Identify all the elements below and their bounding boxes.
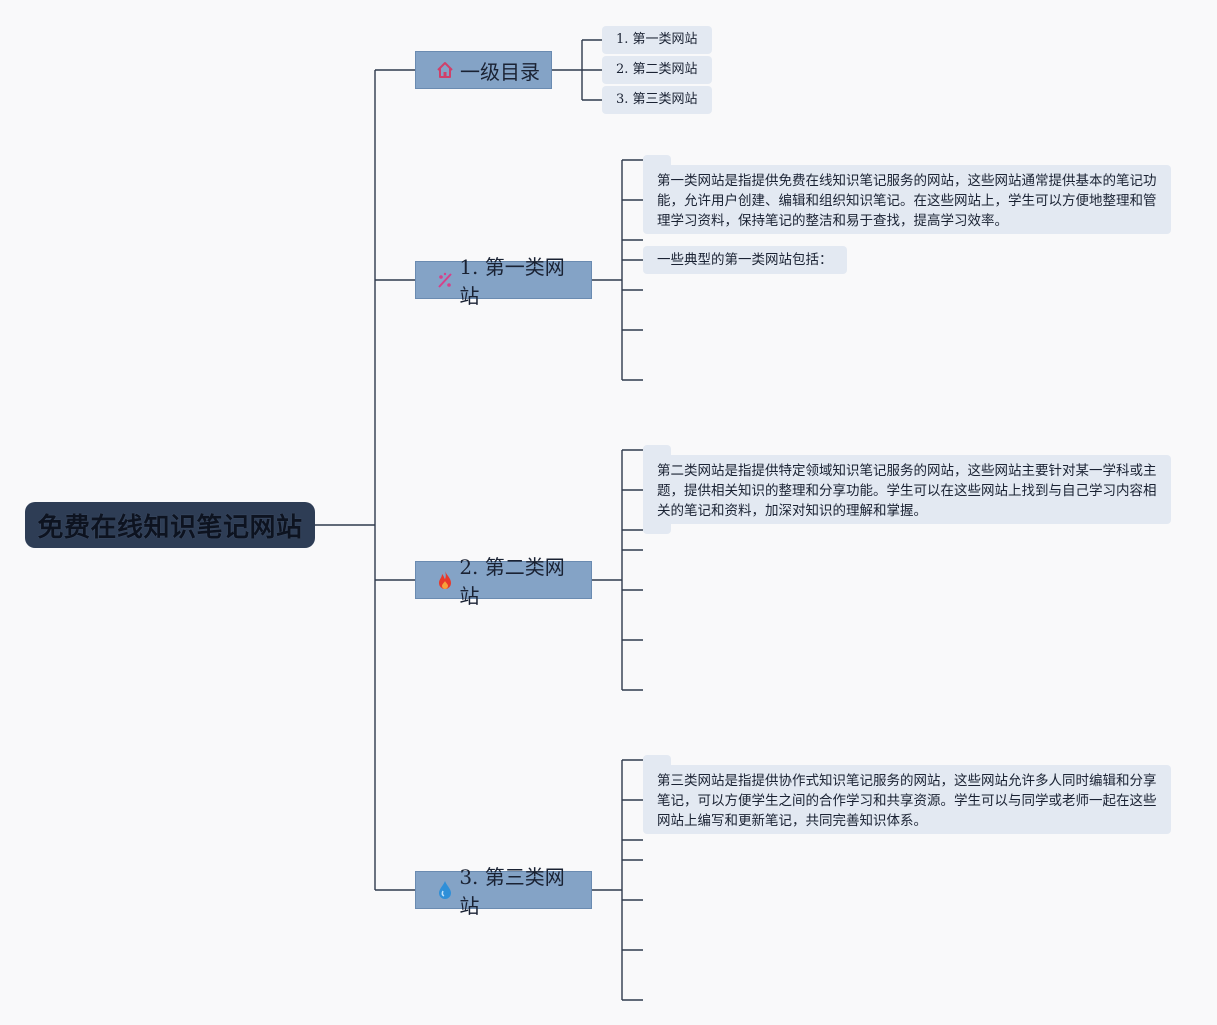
fire-icon bbox=[434, 569, 455, 591]
toc-item-2[interactable]: 2. 第二类网站 bbox=[602, 56, 712, 84]
branch-toc[interactable]: 一级目录 bbox=[415, 51, 552, 89]
section-2-description[interactable]: 第二类网站是指提供特定领域知识笔记服务的网站，这些网站主要针对某一学科或主题，提… bbox=[643, 455, 1171, 524]
branch-toc-label: 一级目录 bbox=[460, 59, 540, 84]
water-drop-icon bbox=[434, 879, 455, 901]
branch-section-3-label: 3. 第三类网站 bbox=[459, 865, 565, 918]
root-topic[interactable]: 免费在线知识笔记网站 bbox=[25, 502, 315, 548]
home-icon bbox=[434, 59, 456, 81]
branch-section-2-label: 2. 第二类网站 bbox=[459, 555, 565, 608]
section-1-description[interactable]: 第一类网站是指提供免费在线知识笔记服务的网站，这些网站通常提供基本的笔记功能，允… bbox=[643, 165, 1171, 234]
toc-item-3[interactable]: 3. 第三类网站 bbox=[602, 86, 712, 114]
branch-section-2[interactable]: 2. 第二类网站 bbox=[415, 555, 592, 608]
sparkle-icon bbox=[434, 269, 455, 291]
root-title: 免费在线知识笔记网站 bbox=[37, 512, 303, 543]
section-3-description[interactable]: 第三类网站是指提供协作式知识笔记服务的网站，这些网站允许多人同时编辑和分享笔记，… bbox=[643, 765, 1171, 834]
branch-section-1-label: 1. 第一类网站 bbox=[459, 255, 565, 308]
note-tab bbox=[643, 520, 671, 534]
section-1-subtopic[interactable]: 一些典型的第一类网站包括： bbox=[643, 246, 847, 274]
branch-section-1[interactable]: 1. 第一类网站 bbox=[415, 255, 592, 308]
toc-item-1[interactable]: 1. 第一类网站 bbox=[602, 26, 712, 54]
branch-section-3[interactable]: 3. 第三类网站 bbox=[415, 865, 592, 918]
